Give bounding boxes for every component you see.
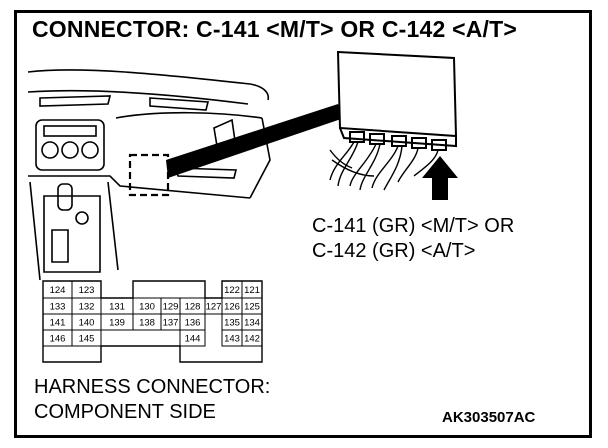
harness-label-line2: COMPONENT SIDE xyxy=(34,401,216,423)
figure-code: AK303507AC xyxy=(442,409,536,426)
pin-number: 124 xyxy=(50,285,66,296)
pin-number: 132 xyxy=(79,302,95,313)
pin-number: 122 xyxy=(224,285,240,296)
dashboard-drawing xyxy=(27,69,271,281)
pin-number: 138 xyxy=(139,318,155,329)
pin-number: 133 xyxy=(50,302,66,313)
pin-number: 121 xyxy=(244,285,260,296)
pin-cell xyxy=(71,329,102,347)
pin-cells xyxy=(42,280,263,347)
pin-number: 139 xyxy=(109,318,125,329)
pin-number: 142 xyxy=(244,334,260,345)
wire-harness xyxy=(329,141,439,191)
pin-number: 135 xyxy=(224,318,240,329)
diagram-frame xyxy=(14,10,592,438)
pin-number: 125 xyxy=(244,302,260,313)
pin-number: 144 xyxy=(185,334,201,345)
pin-number: 137 xyxy=(163,318,179,329)
pin-number: 128 xyxy=(185,302,201,313)
harness-label-line1: HARNESS CONNECTOR: xyxy=(34,376,271,398)
pin-number: 134 xyxy=(244,318,260,329)
diagram-title: CONNECTOR: C-141 <M/T> OR C-142 <A/T> xyxy=(32,16,517,42)
pointer-arrow xyxy=(422,156,458,200)
pin-number: 126 xyxy=(224,302,240,313)
pin-number: 140 xyxy=(79,318,95,329)
pin-number: 130 xyxy=(139,302,155,313)
pin-number: 123 xyxy=(79,285,95,296)
pin-cell xyxy=(241,329,263,347)
pin-number: 146 xyxy=(50,334,66,345)
ecu-unit xyxy=(336,50,458,151)
pin-number: 143 xyxy=(224,334,240,345)
pin-number: 141 xyxy=(50,318,66,329)
pin-number: 129 xyxy=(163,302,179,313)
pin-number: 131 xyxy=(109,302,125,313)
connector-label-line2: C-142 (GR) <A/T> xyxy=(312,240,476,262)
pin-cell xyxy=(179,329,206,347)
leader-wedge xyxy=(166,104,344,178)
pin-number: 127 xyxy=(206,302,222,313)
pin-number: 145 xyxy=(79,334,95,345)
connector-label-line1: C-141 (GR) <M/T> OR xyxy=(312,215,515,237)
pin-number: 136 xyxy=(185,318,201,329)
